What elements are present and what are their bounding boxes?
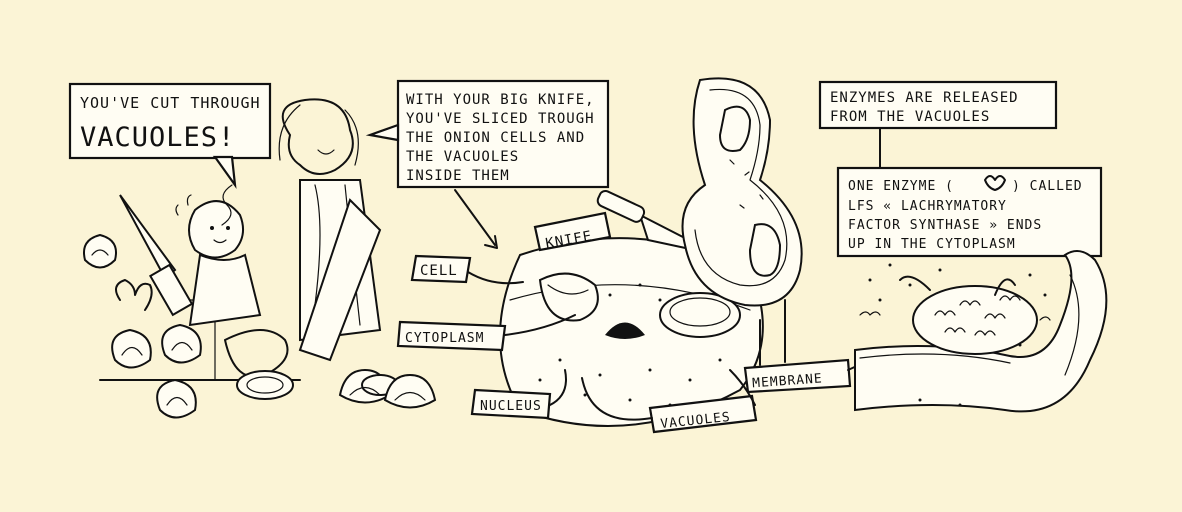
vacuole-closeup [681,77,803,307]
label-nucleus-text: NUCLEUS [480,399,542,414]
label-cell-text: CELL [420,263,458,279]
lfs-caption-line1b: ) CALLED [1012,179,1083,194]
onion-halves [338,368,437,409]
nucleus [605,322,645,339]
lfs-caption-line2: LFS « LACHRYMATORY [848,199,1007,214]
label-cell: CELL [410,254,524,285]
enzyme-caption-top: ENZYMES ARE RELEASED FROM THE VACUOLES [818,80,1058,169]
label-cytoplasm: CYTOPLASM [396,314,576,352]
knife-caption-line3: THE ONION CELLS AND [406,130,585,146]
membrane-tube [854,250,1108,413]
crying-person-head [188,200,245,259]
knife-caption-line4: THE VACUOLES [406,149,519,165]
cut-caption-line2: VACUOLES! [80,122,235,153]
cook-arm [298,198,382,362]
enzyme-caption-lfs: ONE ENZYME ( ) CALLED LFS « LACHRYMATORY… [836,166,1103,258]
broken-vacuole [912,285,1038,355]
speech-bubble-cut: YOU'VE CUT THROUGH VACUOLES! [68,82,272,226]
label-vacuoles: VACUOLES [581,369,758,434]
cook-head [281,98,354,175]
lfs-caption-line1: ONE ENZYME ( [848,179,954,194]
cook-scene [83,98,437,419]
lfs-caption-line4: UP IN THE CYTOPLASM [848,237,1016,252]
label-membrane: MEMBRANE [743,299,871,394]
knife-caption-line2: YOU'VE SLICED TROUGH [406,111,595,127]
cut-vacuole-left [538,272,599,322]
speech-bubble-knife: WITH YOUR BIG KNIFE, YOU'VE SLICED TROUG… [365,79,610,249]
whole-onions [83,233,202,419]
onion-slice [236,370,294,400]
enzyme-cluster [934,295,1021,336]
cut-caption-line1: YOU'VE CUT THROUGH [80,94,261,112]
enzymes-caption-line1: ENZYMES ARE RELEASED [830,90,1019,106]
label-nucleus: NUCLEUS [470,369,567,420]
knife-caption-line1: WITH YOUR BIG KNIFE, [406,92,595,108]
lfs-caption-line3: FACTOR SYNTHASE » ENDS [848,218,1042,233]
enzyme-icon [984,175,1006,191]
enzymes-caption-line2: FROM THE VACUOLES [830,109,990,125]
cytoplasm-dots-right [868,263,1047,407]
label-membrane-text: MEMBRANE [752,371,823,391]
cut-vacuole-right [659,292,741,338]
cytoplasm-dots [538,283,722,407]
knife-caption-line5: INSIDE THEM [406,168,510,184]
label-cytoplasm-text: CYTOPLASM [405,331,484,346]
label-vacuoles-text: VACUOLES [660,410,732,432]
enzyme-release-scene [854,250,1108,413]
